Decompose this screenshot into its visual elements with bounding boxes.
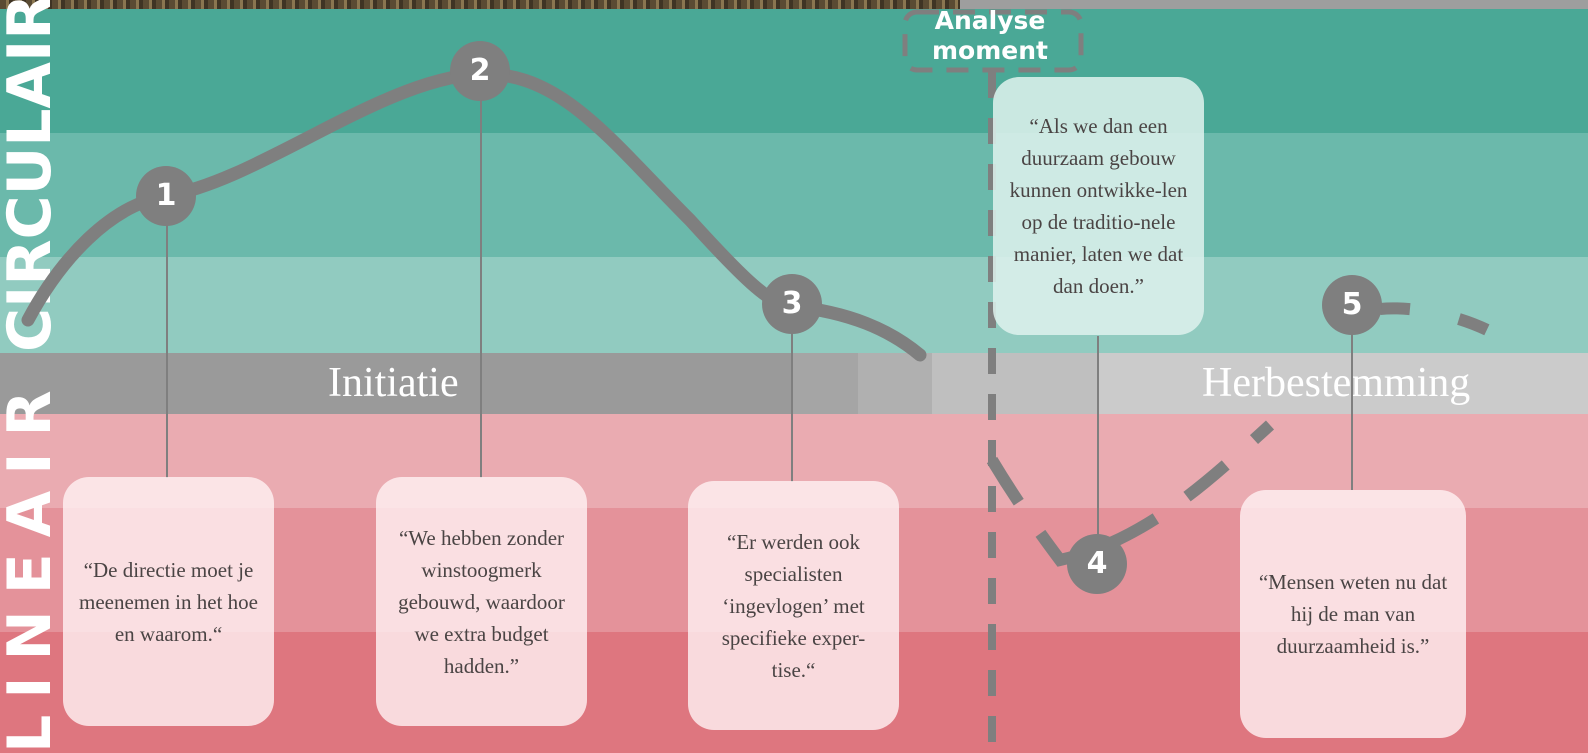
marker-1: 1 <box>136 166 196 226</box>
circular-band-high <box>0 9 1588 133</box>
quote-box-1: “De directie moet je meenemen in het hoe… <box>63 477 274 726</box>
analyse-moment-box <box>902 9 1084 73</box>
quote-box-3: “Er werden ook specialisten ‘ingevlogen’… <box>688 481 899 730</box>
quote-box-2: “We hebben zonder winstoogmerk gebouwd, … <box>376 477 587 726</box>
marker-5: 5 <box>1322 275 1382 335</box>
analyse-moment-label: Analyse moment <box>905 6 1075 66</box>
marker-4: 4 <box>1067 534 1127 594</box>
phase-bar-segment <box>858 353 932 414</box>
analyse-moment-line2: moment <box>932 36 1048 65</box>
header-gray-strip <box>960 0 1588 9</box>
analyse-moment-line1: Analyse <box>934 6 1046 35</box>
quote-box-4: “Als we dan een duurzaam gebouw kunnen o… <box>993 77 1204 335</box>
phase-label-initiatie: Initiatie <box>328 360 459 406</box>
phase-label-herbestemming: Herbestemming <box>1202 360 1471 406</box>
trajectory-curve-dashed <box>1379 302 1516 350</box>
trajectory-curve-dashed <box>986 420 1275 567</box>
phase-bar-segment <box>793 353 858 414</box>
quote-box-5: “Mensen weten nu dat hij de man van duur… <box>1240 490 1466 738</box>
phase-bar-segment <box>932 353 1098 414</box>
phase-bar-segment <box>0 353 793 414</box>
marker-3: 3 <box>762 274 822 334</box>
marker-2: 2 <box>450 41 510 101</box>
header-photo-strip <box>0 0 960 9</box>
phase-bar-segment <box>1098 353 1588 414</box>
